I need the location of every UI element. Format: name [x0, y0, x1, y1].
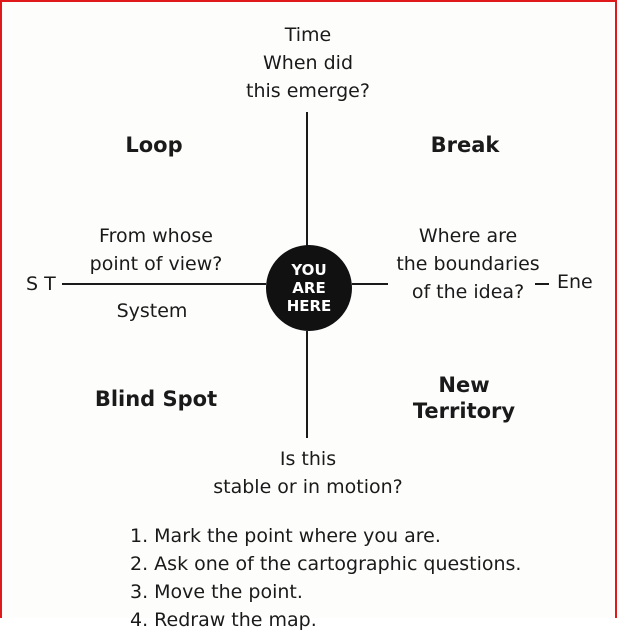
step-4: 4. Redraw the map. [130, 609, 317, 631]
center-line3: HERE [286, 297, 332, 315]
center-line1: YOU [291, 261, 327, 279]
quadrant-blind-spot: Blind Spot [94, 387, 218, 411]
axis-bottom-line [306, 331, 308, 438]
system-label: System [116, 300, 188, 322]
axis-left-line [62, 283, 266, 285]
step-2: 2. Ask one of the cartographic questions… [130, 553, 522, 575]
time-title: Time [284, 24, 332, 46]
top-question: Time When did this emerge? [208, 21, 408, 105]
quadrant-break: Break [430, 133, 500, 157]
quadrant-new-territory: New Territory [394, 372, 534, 424]
axis-right-line [352, 283, 388, 285]
right-question-line1: Where are [418, 225, 518, 247]
right-question: Where are the boundaries of the idea? [392, 222, 544, 306]
you-are-here-marker: YOU ARE HERE [266, 245, 352, 331]
quadrant-loop: Loop [125, 133, 183, 157]
top-question-line2: this emerge? [246, 80, 370, 102]
left-question-line1: From whose [99, 225, 213, 247]
right-edge-label: Ene [557, 271, 593, 293]
steps-list: 1. Mark the point where you are. 2. Ask … [130, 522, 521, 634]
new-territory-line2: Territory [412, 399, 516, 423]
bottom-question: Is this stable or in motion? [188, 445, 428, 501]
left-edge-label: S T [26, 273, 56, 295]
bottom-question-line2: stable or in motion? [213, 476, 403, 498]
step-3: 3. Move the point. [130, 581, 303, 603]
top-question-line1: When did [263, 52, 353, 74]
left-question-line2: point of view? [89, 253, 223, 275]
right-question-line3: of the idea? [411, 281, 525, 303]
step-1: 1. Mark the point where you are. [130, 525, 441, 547]
bottom-question-line1: Is this [279, 448, 337, 470]
left-question: From whose point of view? [66, 222, 246, 278]
axis-right-tick [535, 283, 549, 285]
center-line2: ARE [292, 279, 326, 297]
new-territory-line1: New [438, 373, 490, 397]
axis-top-line [306, 112, 308, 246]
right-question-line2: the boundaries [396, 253, 540, 275]
